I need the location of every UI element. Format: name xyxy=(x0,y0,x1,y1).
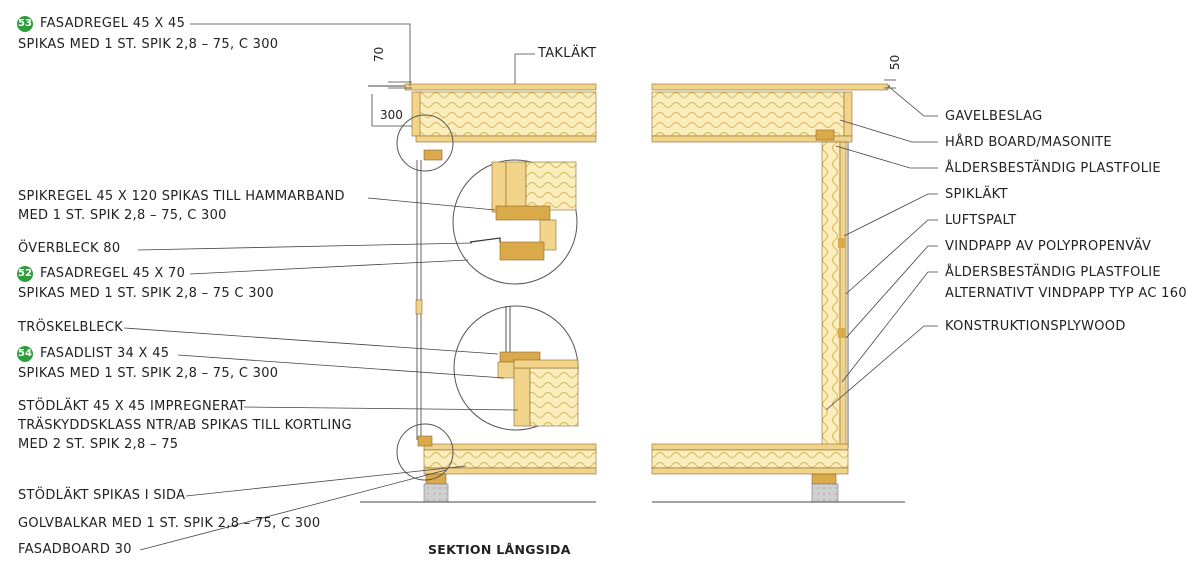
label-gavelbeslag: GAVELBESLAG xyxy=(945,109,1043,124)
label-troskelbleck: TRÖSKELBLECK xyxy=(18,320,124,335)
left-wall-facade xyxy=(415,160,423,440)
label-luftspalt: LUFTSPALT xyxy=(945,213,1017,228)
label-hardboard: HÅRD BOARD/MASONITE xyxy=(945,135,1112,150)
right-floor-section xyxy=(651,443,905,503)
badge-52: 52 xyxy=(17,266,33,282)
dimension-70: 70 xyxy=(372,46,386,62)
label-stodlakt-note2: MED 2 ST. SPIK 2,8 – 75 xyxy=(18,437,179,452)
detail-circle-small-bottom xyxy=(396,423,454,481)
label-plywood: KONSTRUKTIONSPLYWOOD xyxy=(945,319,1126,334)
label-fasadlist-note: SPIKAS MED 1 ST. SPIK 2,8 – 75, C 300 xyxy=(18,366,279,381)
label-overbleck: ÖVERBLECK 80 xyxy=(18,241,121,256)
detail-circle-large-top xyxy=(452,159,578,285)
label-fasadboard: FASADBOARD 30 xyxy=(18,542,132,557)
label-taklakt: TAKLÄKT xyxy=(538,46,597,61)
label-stodlakt-note1: TRÄSKYDDSKLASS NTR/AB SPIKAS TILL KORTLI… xyxy=(18,418,352,433)
label-fasadregel-45x45: FASADREGEL 45 X 45 xyxy=(40,16,186,31)
leader-lines-right xyxy=(825,85,938,411)
label-plastfolie-2: ÅLDERSBESTÄNDIG PLASTFOLIE xyxy=(945,265,1161,280)
label-fasadregel-45x70: FASADREGEL 45 X 70 xyxy=(40,266,186,281)
label-spikregel: SPIKREGEL 45 X 120 SPIKAS TILL HAMMARBAN… xyxy=(18,189,345,204)
dimension-300: 300 xyxy=(380,108,403,122)
badge-54: 54 xyxy=(17,346,33,362)
right-wall-section xyxy=(821,141,849,449)
label-vindpapp: VINDPAPP AV POLYPROPENVÄV xyxy=(945,239,1152,254)
label-spikregel-note: MED 1 ST. SPIK 2,8 – 75, C 300 xyxy=(18,208,227,223)
right-roof-section xyxy=(651,83,890,143)
detail-circle-small-top xyxy=(396,114,454,172)
section-caption: SEKTION LÅNGSIDA xyxy=(428,542,571,557)
label-fasadregel-45x45-note: SPIKAS MED 1 ST. SPIK 2,8 – 75, C 300 xyxy=(18,37,279,52)
badge-53: 53 xyxy=(17,16,33,32)
label-plastfolie-1: ÅLDERSBESTÄNDIG PLASTFOLIE xyxy=(945,161,1161,176)
label-stodlakt-sida: STÖDLÄKT SPIKAS I SIDA xyxy=(18,488,186,503)
label-spiklakt: SPIKLÄKT xyxy=(945,187,1008,202)
label-golvbalkar: GOLVBALKAR MED 1 ST. SPIK 2,8 – 75, C 30… xyxy=(18,516,321,531)
left-roof-section xyxy=(368,83,597,161)
label-stodlakt: STÖDLÄKT 45 X 45 IMPREGNERAT xyxy=(18,399,246,414)
left-floor-section xyxy=(360,435,597,503)
label-fasadregel-45x70-note: SPIKAS MED 1 ST. SPIK 2,8 – 75 C 300 xyxy=(18,286,274,301)
label-fasadlist: FASADLIST 34 X 45 xyxy=(40,346,170,361)
label-plastfolie-2-alt: ALTERNATIVT VINDPAPP TYP AC 160 xyxy=(945,286,1187,301)
detail-circle-large-bottom xyxy=(453,305,579,431)
leader-lines-left xyxy=(123,23,535,551)
dimension-50: 50 xyxy=(888,54,902,70)
